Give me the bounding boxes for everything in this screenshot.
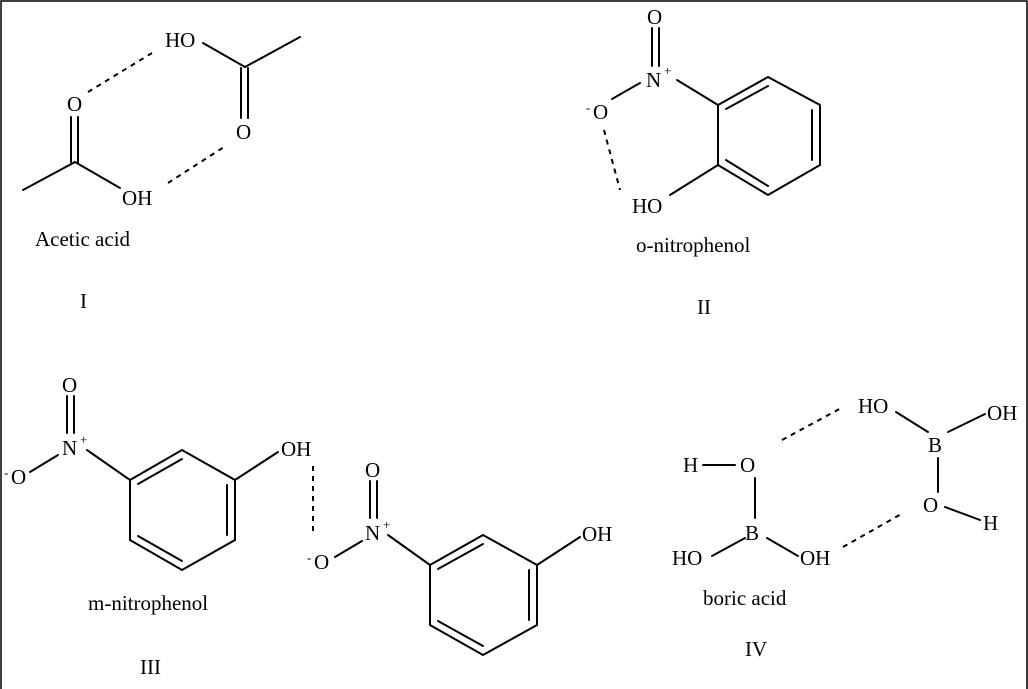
atom-label: N	[62, 436, 77, 460]
bond	[244, 36, 301, 68]
atom-label: OH	[122, 186, 152, 210]
atom-label: OH	[582, 522, 612, 546]
bond	[234, 451, 279, 481]
benzene-ring	[129, 448, 236, 572]
caption: boric acid	[703, 586, 787, 610]
atom-label: HO	[632, 194, 662, 218]
atom-label: O	[647, 5, 662, 29]
bond	[137, 458, 183, 485]
panel-numeral: III	[140, 655, 161, 679]
atom-label: HO	[165, 28, 195, 52]
atom-label: O	[67, 92, 82, 116]
atom-label: O	[236, 120, 251, 144]
caption: m-nitrophenol	[88, 591, 208, 615]
atom-label: OH	[800, 546, 830, 570]
bond	[29, 454, 59, 473]
bond	[725, 85, 769, 110]
bond	[895, 411, 929, 433]
bond	[334, 540, 363, 558]
benzene-ring	[717, 75, 821, 197]
hydrogen-bond	[781, 406, 844, 441]
atom-label: O	[740, 453, 755, 477]
atom-label: O	[365, 458, 380, 482]
bond	[611, 82, 641, 100]
bond	[437, 620, 484, 647]
hydrogen-bond	[603, 129, 621, 191]
atom-label: HO	[858, 394, 888, 418]
atom-label: O	[923, 493, 938, 517]
bond	[766, 537, 799, 557]
atom-label: N	[646, 68, 661, 92]
atom-label: O	[11, 465, 26, 489]
bond	[202, 42, 246, 68]
atom-label: H	[983, 511, 998, 535]
panel-o-nitrophenol: O N + - O HO o-nitrophenol II	[586, 5, 821, 319]
atom-label: B	[745, 521, 759, 545]
benzene-ring	[429, 533, 538, 657]
atom-label: B	[928, 433, 942, 457]
bond	[536, 536, 581, 566]
atom-label: HO	[672, 546, 702, 570]
panel-boric-acid: H O B HO OH HO OH B O H boric acid IV	[672, 394, 1017, 661]
atom-label: O	[314, 550, 329, 574]
atom-label: N	[365, 521, 380, 545]
hydrogen-bond	[842, 512, 904, 548]
bond	[676, 79, 719, 106]
bond	[437, 543, 484, 570]
atom-label: H	[683, 453, 698, 477]
panel-m-nitrophenol: OH O N + - O OH O N + - O m-nitrophenol …	[4, 373, 612, 679]
bond	[86, 449, 131, 481]
charge-label: +	[664, 63, 671, 78]
charge-label: -	[307, 550, 311, 565]
bond	[725, 159, 769, 187]
panel-numeral: II	[697, 295, 711, 319]
charge-label: -	[4, 465, 8, 480]
charge-label: -	[586, 100, 590, 115]
atom-label: O	[62, 373, 77, 397]
panel-acetic-acid: HO O O OH Acetic acid I	[22, 28, 301, 313]
charge-label: +	[80, 432, 87, 447]
bond	[387, 534, 431, 566]
caption: Acetic acid	[35, 227, 131, 251]
panel-numeral: IV	[745, 637, 767, 661]
atom-label: O	[593, 100, 608, 124]
bond	[947, 413, 986, 433]
bond	[711, 537, 746, 557]
bond	[137, 535, 183, 562]
hydrogen-bond	[87, 52, 153, 93]
bond	[669, 164, 719, 196]
caption: o-nitrophenol	[636, 233, 750, 257]
bond	[22, 161, 76, 191]
bond	[944, 506, 981, 521]
hydrogen-bond	[167, 146, 225, 184]
bond	[74, 161, 121, 189]
charge-label: +	[383, 517, 390, 532]
atom-label: OH	[281, 437, 311, 461]
panel-numeral: I	[80, 289, 87, 313]
atom-label: OH	[987, 401, 1017, 425]
